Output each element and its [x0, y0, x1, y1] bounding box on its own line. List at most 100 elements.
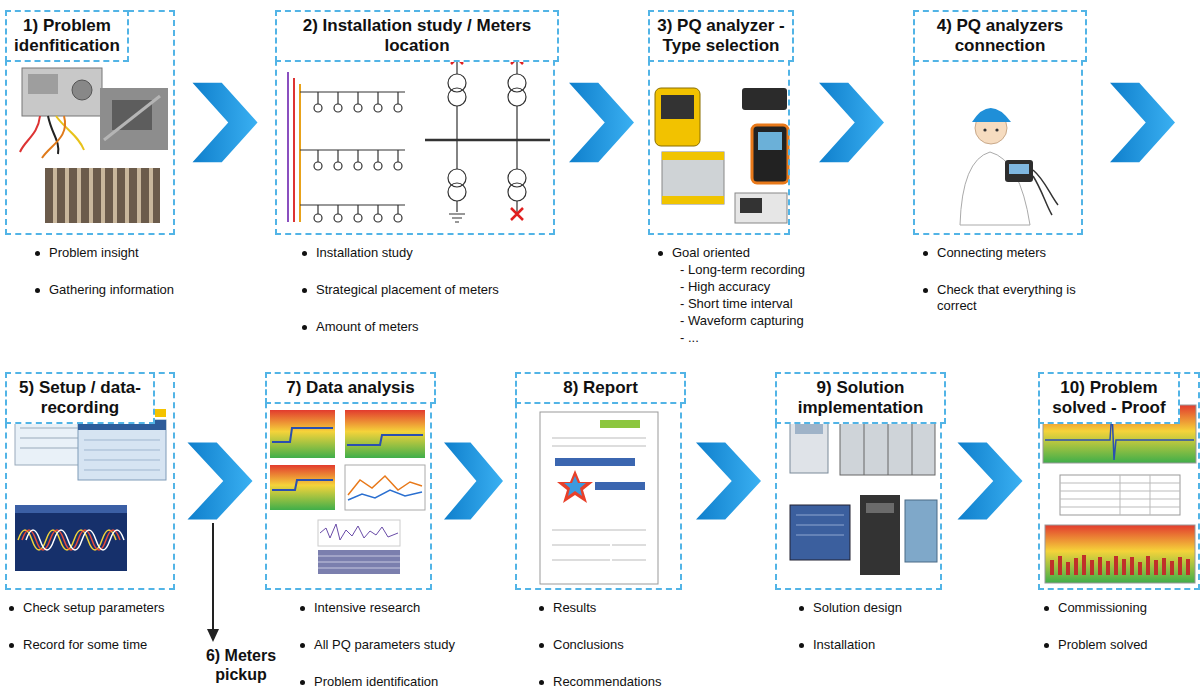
bullet-item: - Waveform capturing: [658, 313, 828, 329]
bullet-text: Recommendations: [553, 674, 661, 689]
setup-screens: [26, 530, 124, 550]
single-line-diagram: [354, 162, 362, 170]
heading-box: 7) Data analysis: [265, 372, 436, 404]
single-line-diagram: [508, 88, 526, 106]
bullet-text: Strategical placement of meters: [316, 282, 499, 297]
bullet-text: All PQ parameters study: [314, 637, 455, 652]
bullet-text: - Waveform capturing: [680, 313, 804, 328]
heading-box: 3) PQ analyzer - Type selection: [648, 10, 794, 62]
report-page: [552, 530, 646, 560]
analyzer-devices: [758, 132, 782, 150]
bullet-dot: [923, 288, 928, 293]
single-line-diagram: [451, 52, 523, 220]
single-line-diagram: [318, 92, 398, 214]
single-line-diagram: [314, 104, 322, 112]
step-panel: 1) Problem idenfiticationProblem insight…: [5, 10, 175, 235]
bullet-item: Problem identification: [300, 674, 460, 690]
bullet-text: Installation study: [316, 245, 413, 260]
chevron-arrow: [1110, 83, 1175, 163]
single-line-diagram: [425, 139, 550, 142]
power-supply-photo: [56, 116, 84, 150]
bullet-list: Problem insightGathering information: [35, 245, 195, 319]
analysis-charts: [348, 490, 422, 500]
report-page: [564, 476, 586, 496]
bullet-list: Connecting metersCheck that everything i…: [923, 245, 1098, 335]
technician-figure: [995, 128, 998, 131]
single-line-diagram: [448, 88, 466, 106]
single-line-diagram: [374, 162, 382, 170]
damaged-part-photo: [112, 100, 152, 130]
chevron-arrow: [444, 442, 503, 519]
power-supply-photo: [72, 80, 92, 100]
single-line-diagram: [394, 214, 402, 222]
bullet-dot: [799, 606, 804, 611]
bullet-item: Connecting meters: [923, 245, 1098, 261]
bullet-text: Commissioning: [1058, 600, 1147, 615]
step-heading: 9) Solution implementation: [798, 378, 924, 417]
analysis-charts: [320, 524, 398, 540]
analysis-charts: [345, 410, 425, 458]
bullet-text: Problem identification: [314, 674, 438, 689]
single-line-diagram: [374, 214, 382, 222]
bullet-item: - Long-term recording: [658, 262, 828, 278]
bullet-text: Solution design: [813, 600, 902, 615]
bullet-text: Problem solved: [1058, 637, 1148, 652]
bullet-item: Problem insight: [35, 245, 195, 261]
bullet-item: Solution design: [799, 600, 959, 616]
bullet-text: Amount of meters: [316, 319, 419, 334]
heading-box: 2) Installation study / Meters location: [275, 10, 559, 62]
step-heading: 3) PQ analyzer - Type selection: [657, 16, 785, 55]
report-page: [557, 470, 593, 503]
bullet-text: - ...: [680, 330, 699, 345]
single-line-diagram: [299, 84, 301, 222]
setup-screens: [15, 505, 127, 571]
single-line-diagram: [394, 104, 402, 112]
single-line-diagram: [449, 214, 465, 222]
step-heading: 5) Setup / data-recording: [19, 378, 141, 417]
bullet-list: Solution designInstallation: [799, 600, 959, 674]
power-supply-photo: [42, 116, 65, 158]
report-page: [540, 412, 658, 584]
bullet-item: Installation study: [302, 245, 552, 261]
bullet-dot: [9, 606, 14, 611]
bullet-item: Check that everything is correct: [923, 282, 1098, 314]
bullet-dot: [300, 643, 305, 648]
bullet-dot: [300, 606, 305, 611]
chevron-arrow: [819, 83, 884, 163]
bullet-item: - Short time interval: [658, 296, 828, 312]
analyzer-devices: [740, 198, 762, 213]
chevron-arrow: [569, 83, 634, 163]
solution-equipment: [790, 505, 850, 560]
step-panel: 4) PQ analyzers connectionConnecting met…: [913, 10, 1083, 235]
proof-charts: [1052, 555, 1188, 575]
analyzer-devices: [752, 125, 788, 183]
setup-screens: [15, 505, 127, 513]
bullet-dot: [923, 251, 928, 256]
bullet-dot: [35, 251, 40, 256]
step-panel: 7) Data analysisIntensive researchAll PQ…: [265, 372, 432, 590]
bullet-item: - ...: [658, 330, 828, 346]
single-line-diagram: [508, 169, 526, 187]
power-supply-photo: [22, 68, 102, 116]
technician-figure: [972, 108, 1011, 122]
single-line-diagram: [448, 169, 466, 187]
single-line-diagram: [314, 214, 322, 222]
analysis-charts: [270, 410, 425, 574]
single-line-diagram: [288, 52, 550, 222]
bullet-item: Problem solved: [1044, 637, 1202, 653]
bullet-text: Goal oriented: [672, 245, 750, 260]
bullet-text: Check setup parameters: [23, 600, 165, 615]
step-heading: 4) PQ analyzers connection: [937, 16, 1064, 55]
damaged-part-photo: [100, 88, 168, 150]
heading-box: 5) Setup / data-recording: [5, 372, 155, 424]
bullet-dot: [302, 288, 307, 293]
cables-photo: [55, 168, 151, 223]
bullet-item: Strategical placement of meters: [302, 282, 552, 298]
analysis-charts: [272, 480, 333, 490]
bullet-list: Goal oriented- Long-term recording- High…: [658, 245, 828, 347]
step-heading: 1) Problem idenfitication: [14, 16, 120, 55]
step-label: 6) Meters pickup: [196, 646, 286, 684]
cables-photo: [45, 168, 160, 223]
setup-screens: [84, 440, 160, 470]
heading-box: 4) PQ analyzers connection: [913, 10, 1087, 62]
